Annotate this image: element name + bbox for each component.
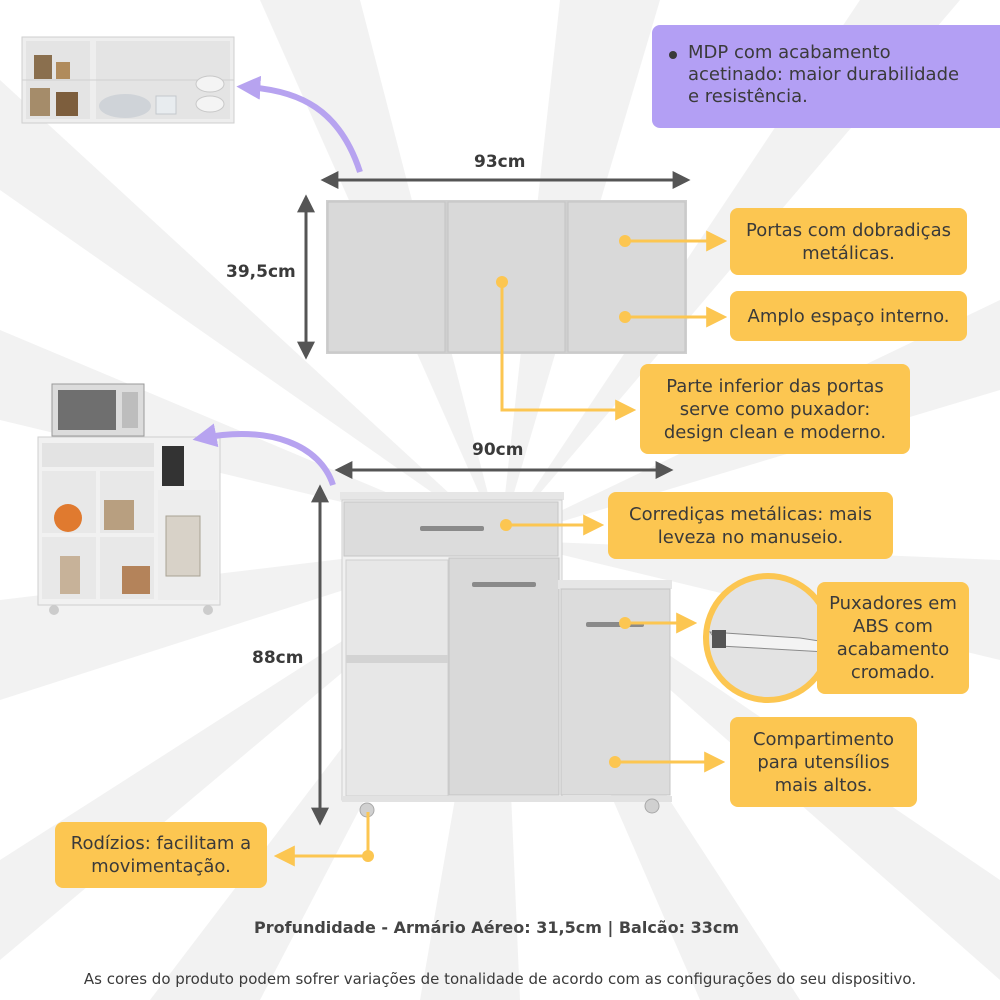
compartment-dot: [609, 756, 621, 768]
door-handle-callout-text: Parte inferior das portas serve como pux…: [663, 375, 887, 443]
abs-handles-callout: Puxadores em ABS com acabamento cromado.: [817, 582, 969, 694]
upper-cabinet: [326, 200, 687, 354]
door-handle-leader: [500, 282, 637, 421]
color-disclaimer: As cores do produto podem sofrer variaçõ…: [83, 970, 917, 988]
handle-zoom-detail: [703, 573, 833, 703]
upper-width-label: 93cm: [474, 152, 526, 172]
purple-pointer-upper: [236, 75, 363, 173]
lower-cabinet-thumbnail: [37, 383, 221, 615]
compartment-callout-text: Compartimento para utensílios mais altos…: [752, 728, 895, 796]
hinges-callout: Portas com dobradiças metálicas.: [730, 208, 967, 275]
door-handle-callout: Parte inferior das portas serve como pux…: [640, 364, 910, 454]
casters-callout-text: Rodízios: facilitam a movimentação.: [70, 833, 252, 877]
lower-cabinet: [340, 492, 672, 818]
slides-callout-text: Corrediças metálicas: mais leveza no man…: [629, 503, 872, 548]
compartment-callout: Compartimento para utensílios mais altos…: [730, 717, 917, 807]
abs-handle-dot: [619, 617, 631, 629]
mdp-feature-text: MDP com acabamento acetinado: maior dura…: [688, 42, 960, 107]
hinges-callout-text: Portas com dobradiças metálicas.: [745, 219, 951, 264]
casters-leader: [273, 812, 370, 867]
bullet-icon: [669, 51, 677, 59]
lower-width-label: 90cm: [472, 440, 524, 460]
door-handle-dot: [496, 276, 508, 288]
depth-info: Profundidade - Armário Aéreo: 31,5cm | B…: [254, 918, 739, 937]
purple-pointer-lower: [192, 423, 336, 487]
casters-callout: Rodízios: facilitam a movimentação.: [55, 822, 267, 888]
space-dot: [619, 311, 631, 323]
lower-height-label: 88cm: [252, 648, 304, 668]
slides-callout: Corrediças metálicas: mais leveza no man…: [608, 492, 893, 559]
slides-dot: [500, 519, 512, 531]
upper-height-label: 39,5cm: [226, 262, 296, 282]
mdp-feature-box: MDP com acabamento acetinado: maior dura…: [652, 25, 1000, 128]
upper-cabinet-thumbnail: [21, 36, 235, 124]
internal-space-callout-text: Amplo espaço interno.: [747, 305, 950, 327]
internal-space-callout: Amplo espaço interno.: [730, 291, 967, 341]
casters-dot: [362, 850, 374, 862]
hinges-dot: [619, 235, 631, 247]
abs-handles-callout-text: Puxadores em ABS com acabamento cromado.: [829, 593, 957, 683]
